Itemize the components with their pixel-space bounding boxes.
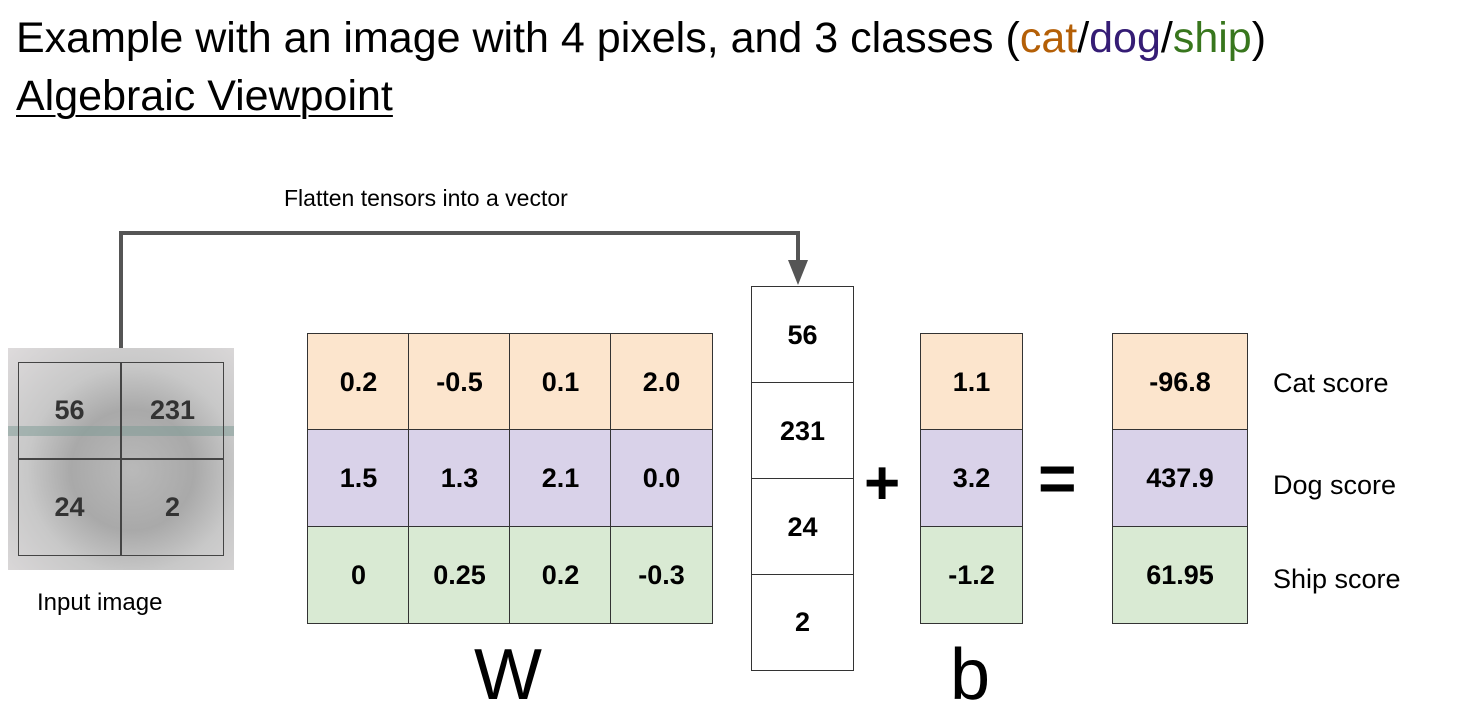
x-cell: 231 <box>751 382 854 480</box>
dog-score-label: Dog score <box>1273 470 1397 500</box>
x-cell: 2 <box>751 574 854 671</box>
w-cell: 0 <box>307 526 410 624</box>
x-cell: 24 <box>751 478 854 576</box>
arrow-label: Flatten tensors into a vector <box>284 185 568 211</box>
w-label: W <box>474 635 542 715</box>
score-cell: 61.95 <box>1112 526 1248 624</box>
slide-title: Example with an image with 4 pixels, and… <box>16 14 1266 63</box>
title-text: Example with an image with 4 pixels, and… <box>16 14 1020 62</box>
w-cell: -0.5 <box>408 333 511 431</box>
x-cell: 56 <box>751 286 854 384</box>
w-cell: 0.25 <box>408 526 511 624</box>
w-cell: 0.1 <box>509 333 612 431</box>
input-image: 56 231 24 2 <box>8 348 234 570</box>
w-cell: 0.0 <box>610 429 713 528</box>
title-text: ) <box>1251 14 1267 62</box>
title-sep: / <box>1077 14 1090 62</box>
subtitle: Algebraic Viewpoint <box>16 72 393 120</box>
cat-score-label: Cat score <box>1273 368 1389 398</box>
score-cell: -96.8 <box>1112 333 1248 431</box>
plus-sign: + <box>864 449 901 518</box>
w-cell: 2.1 <box>509 429 612 528</box>
w-cell: 0.2 <box>307 333 410 431</box>
b-cell: 3.2 <box>920 429 1023 528</box>
pixel-cell: 24 <box>18 459 121 556</box>
w-cell: -0.3 <box>610 526 713 624</box>
title-sep: / <box>1160 14 1173 62</box>
b-cell: -1.2 <box>920 526 1023 624</box>
ship-score-label: Ship score <box>1273 564 1401 594</box>
pixel-cell: 56 <box>18 362 121 459</box>
title-ship: ship <box>1172 14 1252 62</box>
title-dog: dog <box>1089 14 1161 62</box>
w-cell: 1.5 <box>307 429 410 528</box>
w-cell: 2.0 <box>610 333 713 431</box>
pixel-cell: 231 <box>121 362 224 459</box>
pixel-cell: 2 <box>121 459 224 556</box>
input-image-label: Input image <box>37 589 163 616</box>
w-cell: 1.3 <box>408 429 511 528</box>
equals-sign: = <box>1038 441 1077 515</box>
score-cell: 437.9 <box>1112 429 1248 528</box>
b-label: b <box>950 635 991 715</box>
title-cat: cat <box>1019 14 1078 62</box>
w-cell: 0.2 <box>509 526 612 624</box>
b-cell: 1.1 <box>920 333 1023 431</box>
